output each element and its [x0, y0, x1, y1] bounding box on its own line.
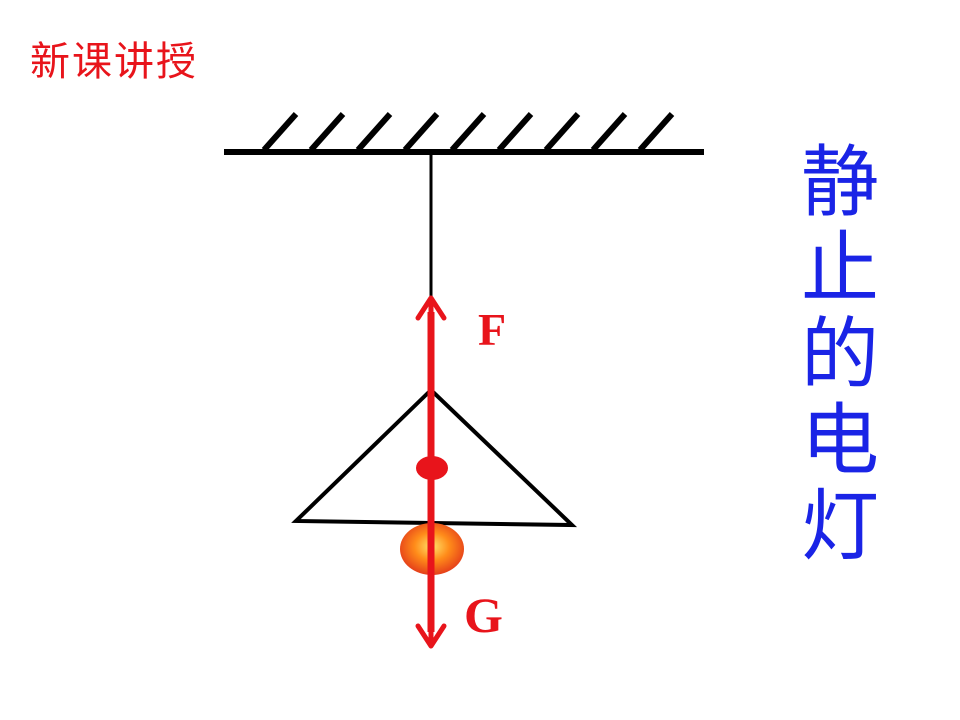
force-label-g: G: [464, 587, 503, 643]
vertical-caption: 静 止 的 电 灯: [790, 140, 890, 570]
center-of-mass-dot: [416, 456, 448, 480]
caption-char: 静: [800, 138, 879, 228]
ceiling: [224, 112, 704, 155]
force-label-f: F: [478, 304, 506, 355]
caption-char: 灯: [800, 482, 879, 572]
lesson-title: 新课讲授: [30, 39, 198, 85]
caption-char: 止: [800, 224, 879, 314]
caption-char: 电: [800, 396, 879, 486]
caption-char: 的: [800, 310, 879, 400]
ceiling-hatching: [261, 112, 675, 152]
